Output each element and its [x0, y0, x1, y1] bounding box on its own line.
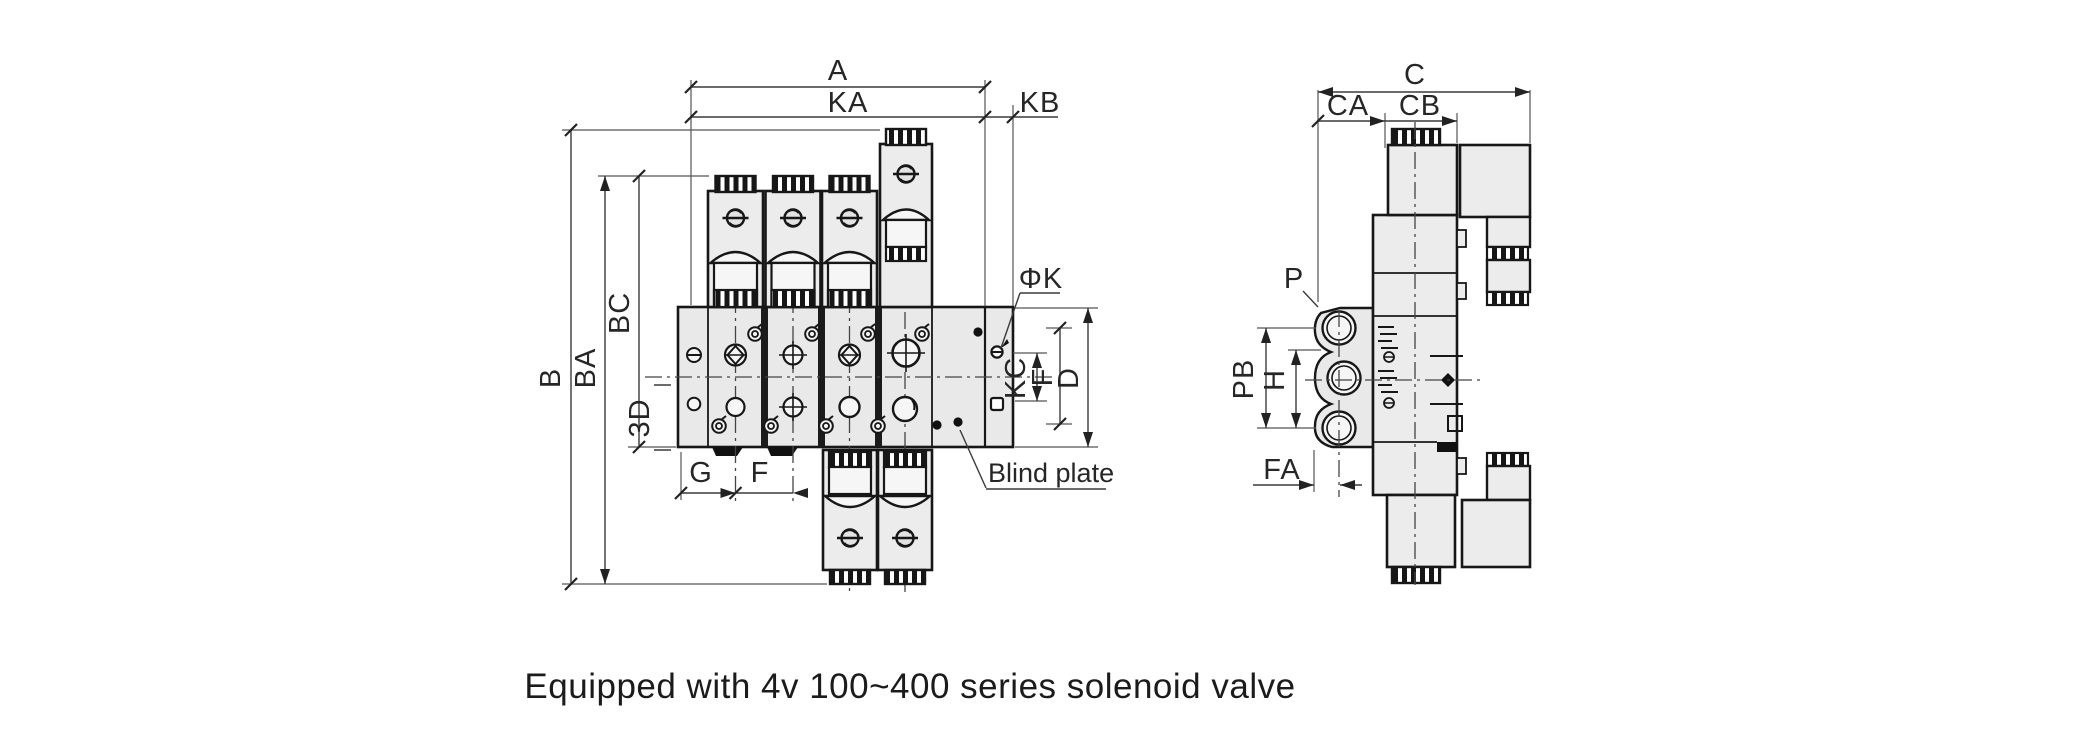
blind-plate-screw	[953, 417, 963, 427]
dim-label-ca: CA	[1327, 90, 1369, 122]
dim-label-b: B	[535, 368, 567, 388]
end-cap-holes	[686, 347, 702, 412]
dimension-ticks-left-view	[564, 80, 1067, 591]
blind-plate-screw	[973, 327, 983, 337]
station4-main-port	[887, 334, 925, 372]
dim-label-bc: BC	[604, 292, 636, 334]
dim-label-p: P	[1284, 263, 1304, 295]
port-hole-middle	[1326, 360, 1362, 396]
side-bottom-coil-stack	[1456, 451, 1532, 569]
side-valve-body	[1371, 213, 1463, 497]
blind-plate-screw	[932, 420, 942, 430]
side-manifold-plate	[1313, 306, 1375, 449]
dim-label-d: D	[1053, 367, 1085, 389]
dim-label-fa: FA	[1263, 454, 1300, 486]
clamp-mark	[767, 447, 798, 456]
dim-label-ka: KA	[828, 87, 869, 119]
solenoid-valve-bottom-2	[878, 450, 932, 584]
left-diagram-manifold-front-view: A KA KB B BA BC 3D G F ΦK KC F D Blind p…	[535, 55, 1114, 592]
dim-label-c: C	[1404, 59, 1426, 91]
solenoid-valve-bottom-1	[823, 450, 877, 584]
side-top-solenoid	[1386, 127, 1459, 217]
dim-label-3d: 3D	[624, 398, 656, 437]
dimension-ticks-right-view	[1311, 114, 1325, 128]
end-plate-holes	[989, 339, 1009, 412]
side-top-coil-stack	[1456, 143, 1532, 307]
dim-label-ba: BA	[570, 348, 602, 389]
base-ports-and-screws	[686, 323, 1009, 434]
dim-label-cb: CB	[1399, 90, 1441, 122]
dim-label-g: G	[689, 457, 713, 489]
dim-label-h: H	[1259, 369, 1291, 391]
side-centerlines	[1305, 122, 1480, 585]
blind-plate-label: Blind plate	[988, 458, 1114, 488]
blind-plate-leader-line	[959, 429, 987, 489]
dim-label-kb: KB	[1020, 87, 1061, 119]
manifold-base	[676, 305, 1015, 456]
clamp-mark	[712, 447, 743, 456]
phi-k-leader-line	[1000, 292, 1021, 349]
dim-label-f-right: F	[1027, 368, 1059, 387]
dim-label-a: A	[828, 55, 848, 87]
solenoid-valve-station-4-tall	[878, 127, 934, 309]
dim-label-phi-k: ΦK	[1019, 263, 1063, 295]
side-bottom-solenoid	[1385, 493, 1457, 585]
dim-label-pb: PB	[1228, 359, 1260, 400]
dim-label-f-bottom: F	[751, 457, 770, 489]
dim-label-kc: KC	[1000, 357, 1032, 399]
solenoid-valve-station-3	[822, 176, 877, 307]
solenoid-valve-station-2	[766, 176, 821, 307]
right-diagram-manifold-side-view: C CA CB P PB H FA	[1228, 59, 1532, 585]
dimension-arrows-right-view	[1261, 87, 1530, 490]
solenoid-valve-station-1	[708, 176, 763, 307]
port-symbol-marks	[1378, 326, 1463, 405]
figure-caption: Equipped with 4v 100~400 series solenoid…	[524, 667, 1295, 706]
dimension-arrows-left-view	[600, 176, 1093, 584]
